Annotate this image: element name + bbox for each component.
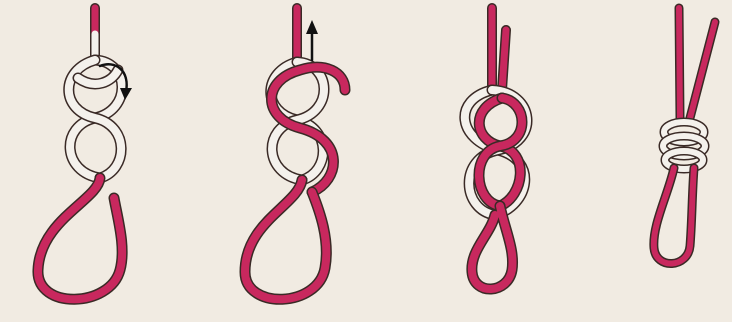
paper-background (0, 0, 732, 322)
figure-eight-loop-diagram (0, 0, 732, 322)
